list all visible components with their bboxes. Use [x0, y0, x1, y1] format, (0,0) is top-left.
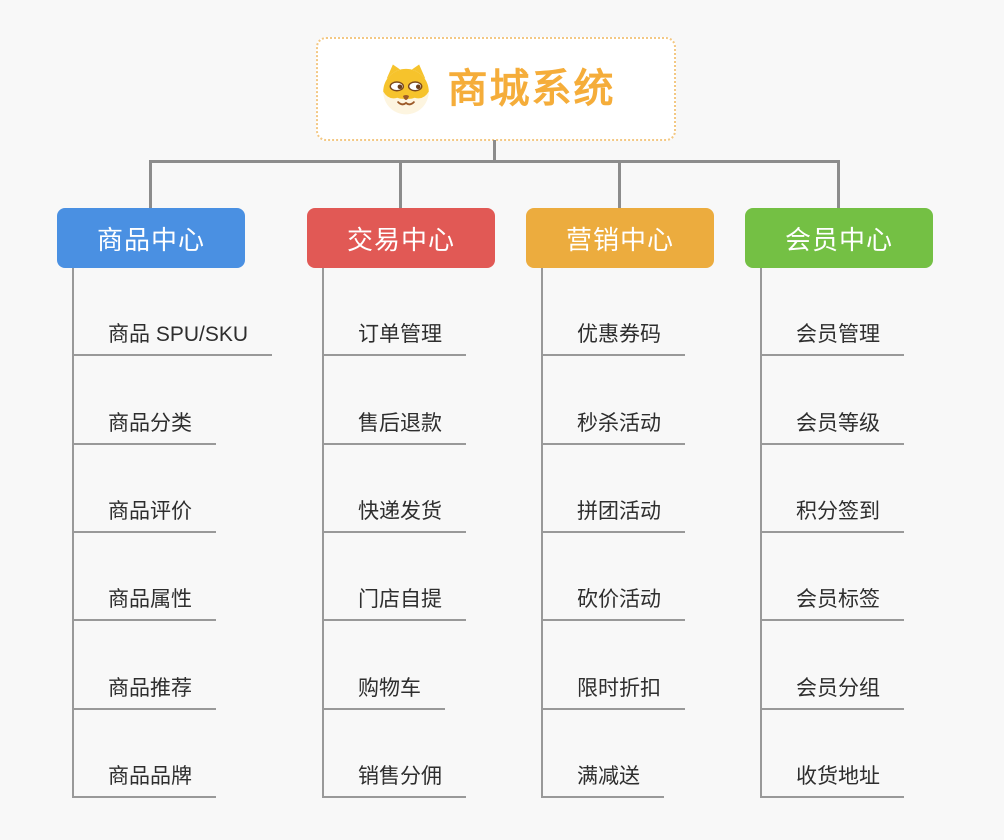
root-title: 商城系统	[447, 67, 616, 111]
leaf-node-member-management[interactable]: 会员管理	[762, 268, 904, 357]
leaf-node-shopping-cart[interactable]: 购物车	[324, 621, 445, 710]
leaf-node-aftersale-refund[interactable]: 售后退款	[324, 356, 466, 445]
branch-column-product: 商品 SPU/SKU 商品分类 商品评价 商品属性 商品推荐 商品品牌	[72, 268, 273, 798]
leaf-node-product-spu-sku[interactable]: 商品 SPU/SKU	[74, 268, 273, 357]
leaf-node-store-pickup[interactable]: 门店自提	[324, 533, 466, 622]
connector-root-stem	[493, 140, 496, 161]
leaf-node-product-recommend[interactable]: 商品推荐	[74, 621, 216, 710]
leaf-node-express-delivery[interactable]: 快递发货	[324, 445, 466, 533]
branch-column-member: 会员管理 会员等级 积分签到 会员标签 会员分组 收货地址	[760, 268, 904, 798]
leaf-node-product-attribute[interactable]: 商品属性	[74, 533, 216, 622]
root-node-mall-system[interactable]: 商城系统	[316, 37, 676, 141]
leaf-node-flash-sale[interactable]: 秒杀活动	[543, 356, 685, 445]
leaf-node-product-brand[interactable]: 商品品牌	[74, 710, 216, 798]
branch-node-marketing-center[interactable]: 营销中心	[526, 208, 714, 268]
dog-face-icon	[377, 61, 435, 117]
connector-drop-member	[837, 160, 840, 210]
leaf-node-shipping-address[interactable]: 收货地址	[762, 710, 904, 798]
leaf-node-full-reduction[interactable]: 满减送	[543, 710, 664, 798]
leaf-node-product-review[interactable]: 商品评价	[74, 445, 216, 533]
leaf-node-sales-commission[interactable]: 销售分佣	[324, 710, 466, 798]
leaf-node-bargain-activity[interactable]: 砍价活动	[543, 533, 685, 622]
leaf-node-product-category[interactable]: 商品分类	[74, 356, 216, 445]
leaf-node-limited-time-discount[interactable]: 限时折扣	[543, 621, 685, 710]
connector-drop-marketing	[618, 160, 621, 210]
leaf-node-member-tag[interactable]: 会员标签	[762, 533, 904, 622]
leaf-node-points-checkin[interactable]: 积分签到	[762, 445, 904, 533]
branch-column-marketing: 优惠券码 秒杀活动 拼团活动 砍价活动 限时折扣 满减送	[541, 268, 685, 798]
branch-node-member-center[interactable]: 会员中心	[745, 208, 933, 268]
leaf-node-member-group[interactable]: 会员分组	[762, 621, 904, 710]
branch-node-trade-center[interactable]: 交易中心	[307, 208, 495, 268]
branch-node-product-center[interactable]: 商品中心	[57, 208, 245, 268]
branch-column-trade: 订单管理 售后退款 快递发货 门店自提 购物车 销售分佣	[322, 268, 466, 798]
connector-drop-product	[149, 160, 152, 210]
connector-drop-trade	[399, 160, 402, 210]
connector-rail	[149, 160, 840, 163]
leaf-node-group-buy[interactable]: 拼团活动	[543, 445, 685, 533]
leaf-node-coupon-code[interactable]: 优惠券码	[543, 268, 685, 357]
leaf-node-member-level[interactable]: 会员等级	[762, 356, 904, 445]
leaf-node-order-management[interactable]: 订单管理	[324, 268, 466, 357]
